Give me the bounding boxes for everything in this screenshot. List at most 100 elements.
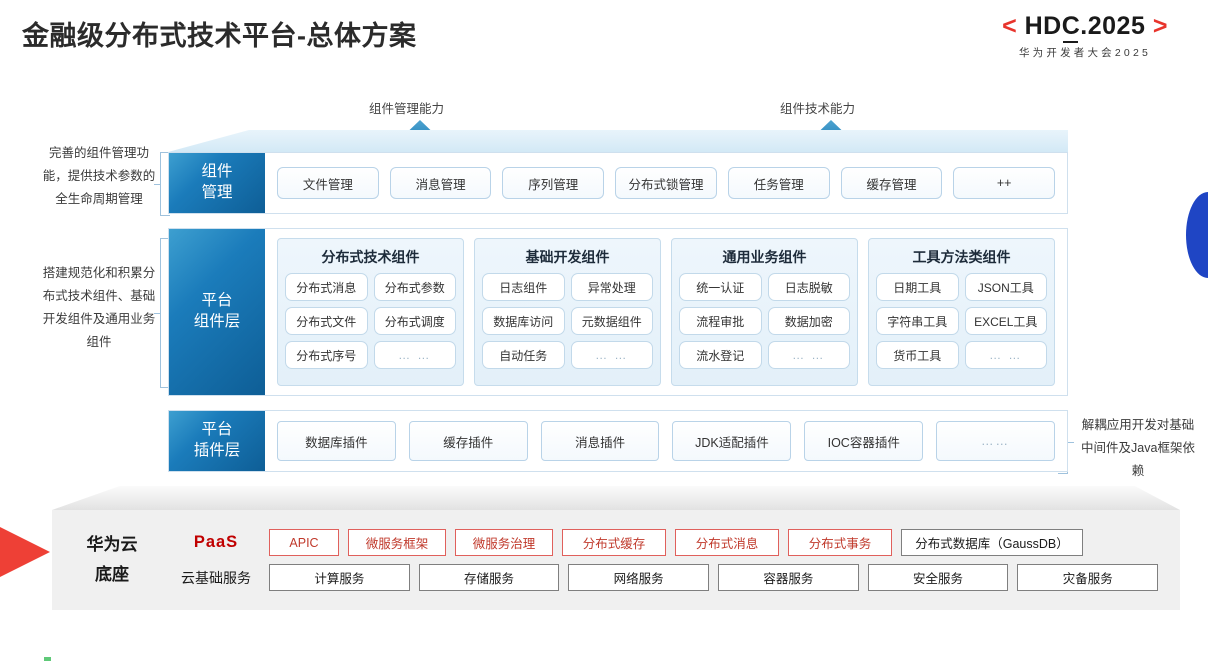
- cloud-row-paas: PaaS APIC 微服务框架 微服务治理 分布式缓存 分布式消息 分布式事务 …: [172, 529, 1158, 556]
- component-group-distributed-tech: 分布式技术组件 分布式消息 分布式参数 分布式文件 分布式调度 分布式序号 … …: [277, 238, 464, 386]
- layer-body-component-management: 文件管理 消息管理 序列管理 分布式锁管理 任务管理 缓存管理 ++: [265, 153, 1067, 213]
- layer-label-component-management: 组件 管理: [169, 153, 265, 213]
- component-cell[interactable]: 分布式锁管理: [615, 167, 717, 199]
- group-title: 工具方法类组件: [912, 249, 1011, 265]
- plugin-cell[interactable]: 数据库插件: [277, 421, 396, 461]
- component-cell[interactable]: JSON工具: [964, 273, 1047, 301]
- cloud-row-label-paas: PaaS: [193, 533, 239, 551]
- component-cell-more[interactable]: … …: [570, 341, 653, 369]
- layer-label-line1: 组件: [201, 163, 233, 181]
- component-cell[interactable]: 分布式消息: [285, 273, 368, 301]
- component-cell[interactable]: 统一认证: [679, 273, 762, 301]
- layer-label-platform-component: 平台 组件层: [169, 229, 265, 395]
- paas-cell[interactable]: 微服务治理: [455, 529, 553, 556]
- hdc-logo: < HDC.2025 > 华为开发者大会2025: [970, 12, 1200, 60]
- component-cell[interactable]: 字符串工具: [876, 307, 959, 335]
- layer-component-management: 组件 管理 文件管理 消息管理 序列管理 分布式锁管理 任务管理 缓存管理 ++: [168, 152, 1068, 214]
- component-cell[interactable]: 分布式调度: [373, 307, 456, 335]
- component-cell[interactable]: 数据库访问: [482, 307, 565, 335]
- component-cell[interactable]: 日志组件: [482, 273, 565, 301]
- layer-body-platform-plugin: 数据库插件 缓存插件 消息插件 JDK适配插件 IOC容器插件 ……: [265, 411, 1067, 471]
- bracket-connector-component-management: [154, 152, 170, 216]
- callout-label-component-management: 组件管理能力: [369, 102, 445, 116]
- callout-label-component-technology: 组件技术能力: [780, 102, 856, 116]
- component-cell[interactable]: 元数据组件: [570, 307, 653, 335]
- layer-label-line1: 平台: [201, 421, 233, 439]
- paas-cell[interactable]: 分布式事务: [788, 529, 892, 556]
- group-grid: 分布式消息 分布式参数 分布式文件 分布式调度 分布式序号 … …: [285, 273, 456, 369]
- component-cell-more[interactable]: … …: [767, 341, 850, 369]
- hdc-logo-main: < HDC.2025 >: [970, 12, 1200, 43]
- component-group-utility-methods: 工具方法类组件 日期工具 JSON工具 字符串工具 EXCEL工具 货币工具 ……: [868, 238, 1055, 386]
- plugin-cell-more[interactable]: ……: [936, 421, 1055, 461]
- plugin-cell[interactable]: 消息插件: [540, 421, 660, 461]
- component-group-general-business: 通用业务组件 统一认证 日志脱敏 流程审批 数据加密 流水登记 … …: [671, 238, 858, 386]
- side-note-left-platform-components: 搭建规范化和积累分布式技术组件、基础开发组件及通用业务组件: [42, 266, 156, 350]
- cloud-base-panel: 华为云 底座 PaaS APIC 微服务框架 微服务治理 分布式缓存 分布式消息…: [52, 510, 1180, 610]
- hdc-logo-subtitle: 华为开发者大会2025: [1018, 47, 1152, 59]
- layer-platform-component: 平台 组件层 分布式技术组件 分布式消息 分布式参数 分布式文件 分布式调度 分…: [168, 228, 1068, 396]
- cloud-service-cell[interactable]: 存储服务: [418, 564, 560, 591]
- component-cell[interactable]: 流水登记: [679, 341, 762, 369]
- hdc-logo-text-post: .2025: [1080, 12, 1146, 40]
- component-cell[interactable]: 数据加密: [767, 307, 850, 335]
- component-cell[interactable]: 自动任务: [482, 341, 565, 369]
- layer-label-line1: 平台: [201, 292, 233, 310]
- red-arrow-decoration: [0, 505, 50, 599]
- cloud-service-cell[interactable]: 安全服务: [867, 564, 1009, 591]
- component-cell[interactable]: 缓存管理: [840, 167, 943, 199]
- plugin-cell[interactable]: IOC容器插件: [804, 421, 924, 461]
- cloud-title-line1: 华为云: [86, 535, 138, 555]
- hdc-bracket-right-icon: >: [1152, 12, 1168, 40]
- paas-cell[interactable]: 微服务框架: [348, 529, 446, 556]
- paas-cell[interactable]: APIC: [269, 529, 339, 556]
- component-cell[interactable]: 序列管理: [502, 167, 605, 199]
- cloud-rows: PaaS APIC 微服务框架 微服务治理 分布式缓存 分布式消息 分布式事务 …: [172, 529, 1180, 591]
- component-cell[interactable]: 消息管理: [389, 167, 492, 199]
- side-note-right-plugin-layer: 解耦应用开发对基础中间件及Java框架依赖: [1081, 418, 1195, 479]
- layer-label-line2: 插件层: [193, 442, 241, 459]
- hdc-logo-text-pre: HD: [1024, 12, 1062, 40]
- layer-body-platform-component: 分布式技术组件 分布式消息 分布式参数 分布式文件 分布式调度 分布式序号 … …: [265, 229, 1067, 395]
- component-cell[interactable]: EXCEL工具: [964, 307, 1047, 335]
- layer-label-platform-plugin: 平台 插件层: [169, 411, 265, 471]
- side-note-left-component-management: 完善的组件管理功能，提供技术参数的全生命周期管理: [42, 146, 156, 207]
- cloud-base-top-surface: [52, 486, 1180, 510]
- blue-lens-decoration: [1186, 192, 1208, 278]
- component-cell[interactable]: 分布式序号: [285, 341, 368, 369]
- component-cell[interactable]: 货币工具: [876, 341, 959, 369]
- group-title: 通用业务组件: [722, 249, 807, 265]
- paas-cell[interactable]: 分布式消息: [675, 529, 779, 556]
- cloud-row-label-infrastructure: 云基础服务: [181, 569, 251, 586]
- green-marker-decoration: [44, 657, 51, 661]
- layer-label-line2: 组件层: [193, 313, 241, 330]
- layer-label-line2: 管理: [201, 184, 233, 201]
- component-cell[interactable]: 流程审批: [679, 307, 762, 335]
- cloud-title-line2: 底座: [95, 565, 129, 584]
- group-title: 基础开发组件: [525, 249, 610, 265]
- component-cell[interactable]: 异常处理: [570, 273, 653, 301]
- component-cell[interactable]: 日志脱敏: [767, 273, 850, 301]
- paas-cell[interactable]: 分布式缓存: [562, 529, 666, 556]
- cloud-service-cell[interactable]: 计算服务: [269, 564, 410, 591]
- platform-top-surface: [168, 130, 1068, 152]
- component-cell[interactable]: 文件管理: [277, 167, 379, 199]
- component-cell-more[interactable]: … …: [964, 341, 1047, 369]
- cloud-service-cell[interactable]: 容器服务: [718, 564, 859, 591]
- component-cell-more[interactable]: … …: [373, 341, 456, 369]
- component-group-basic-dev: 基础开发组件 日志组件 异常处理 数据库访问 元数据组件 自动任务 … …: [474, 238, 661, 386]
- plugin-cell[interactable]: 缓存插件: [408, 421, 528, 461]
- component-cell[interactable]: 分布式参数: [373, 273, 456, 301]
- component-cell[interactable]: 分布式文件: [285, 307, 368, 335]
- layer-platform-plugin: 平台 插件层 数据库插件 缓存插件 消息插件 JDK适配插件 IOC容器插件 ……: [168, 410, 1068, 472]
- group-grid: 日志组件 异常处理 数据库访问 元数据组件 自动任务 … …: [482, 273, 653, 369]
- paas-cell-database[interactable]: 分布式数据库（GaussDB）: [901, 529, 1083, 556]
- cloud-base-title: 华为云 底座: [52, 530, 172, 590]
- component-cell[interactable]: 日期工具: [876, 273, 959, 301]
- component-cell[interactable]: 任务管理: [727, 167, 830, 199]
- cloud-service-cell[interactable]: 网络服务: [568, 564, 710, 591]
- component-cell-more[interactable]: ++: [953, 167, 1056, 199]
- plugin-cell[interactable]: JDK适配插件: [672, 421, 792, 461]
- cloud-row-infrastructure: 云基础服务 计算服务 存储服务 网络服务 容器服务 安全服务 灾备服务: [172, 564, 1159, 591]
- cloud-service-cell[interactable]: 灾备服务: [1017, 564, 1159, 591]
